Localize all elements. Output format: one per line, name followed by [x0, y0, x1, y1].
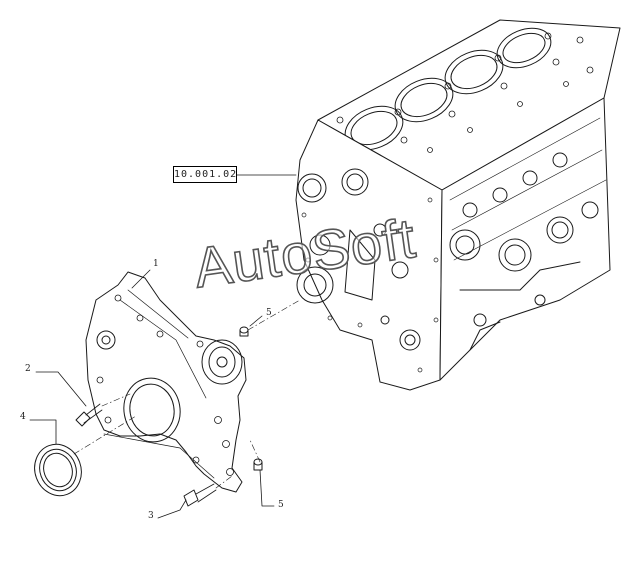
callout-3: 3: [148, 511, 154, 521]
reference-label-box: 10.001.02: [173, 166, 237, 183]
callout-2: 2: [25, 364, 31, 374]
callout-5-lower: 5: [278, 500, 284, 510]
assembly-center-lines: [73, 299, 301, 489]
engine-block: [295, 19, 621, 391]
callout-5-upper: 5: [266, 308, 272, 318]
dowel-part-5-upper: [239, 326, 249, 337]
dowel-part-5-lower: [253, 458, 263, 471]
timing-cover-part-1: [85, 271, 247, 493]
bolt-part-3: [183, 483, 217, 507]
bolt-part-2: [75, 403, 103, 427]
callout-1: 1: [153, 259, 159, 269]
seal-part-4: [34, 443, 82, 497]
callout-4: 4: [20, 412, 26, 422]
leader-lines: [29, 174, 297, 519]
